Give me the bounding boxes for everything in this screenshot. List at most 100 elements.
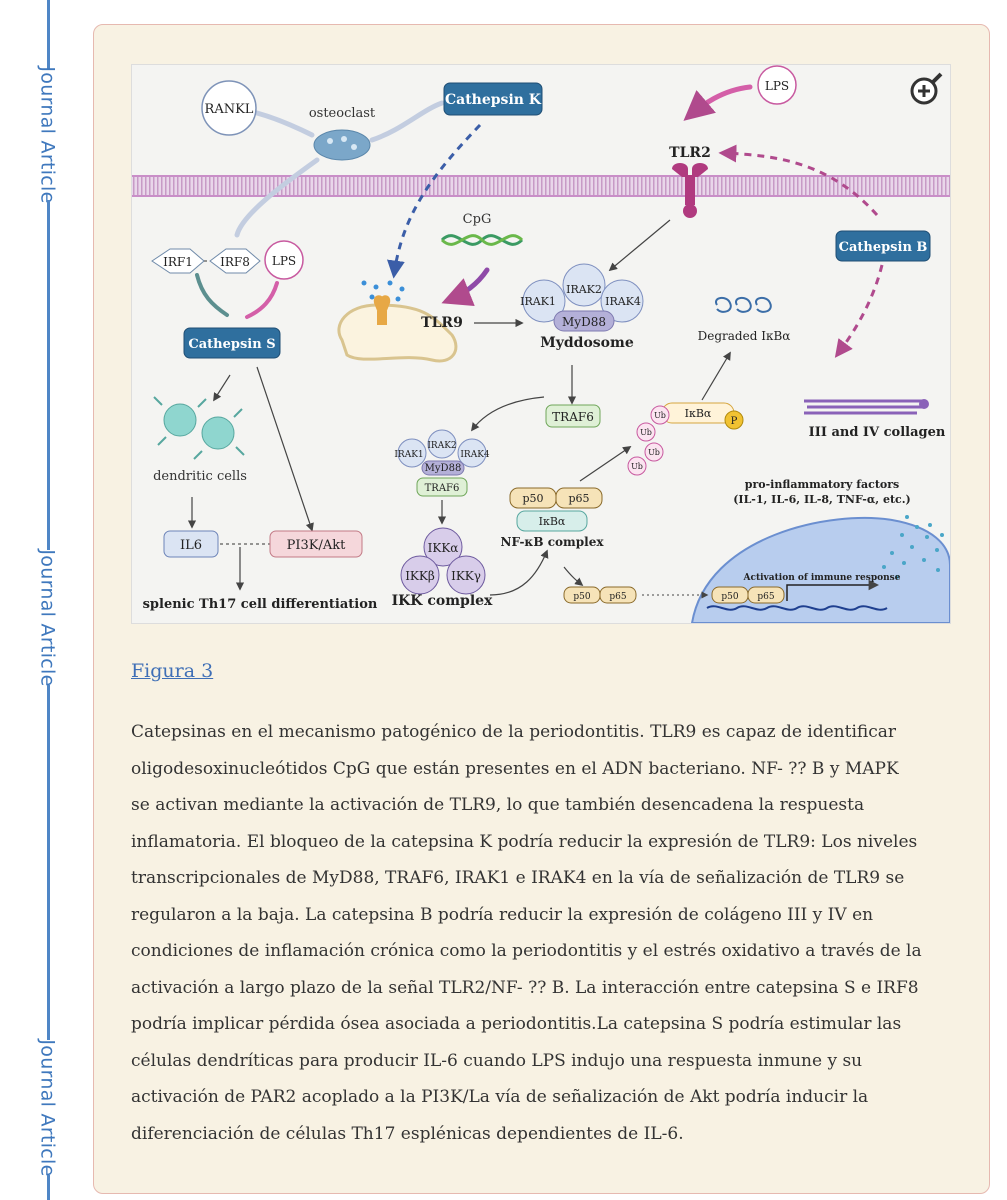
tlr9-receptor (373, 295, 391, 325)
rail-label: Journal Article (36, 1038, 60, 1177)
p65-label: p65 (609, 592, 626, 602)
cathepsin-k-box: Cathepsin K (443, 82, 543, 116)
osteoclast-cathk-link (369, 100, 445, 143)
cathepsin-b-label: Cathepsin B (839, 240, 928, 255)
left-rail: Journal Article Journal Article Journal … (0, 0, 60, 1200)
irak1-small-label: IRAK1 (394, 450, 423, 460)
caption-line: transcripcionales de MyD88, TRAF6, IRAK1… (131, 868, 905, 888)
cath-s-to-pi3k-arrow (256, 366, 314, 532)
irak4-small-label: IRAK4 (460, 450, 490, 460)
rail-label: Journal Article (36, 548, 60, 687)
traf6-box: TRAF6 (545, 404, 601, 428)
pi3k-label: PI3K/Akt (287, 538, 347, 553)
nfkb-to-free-arrow (563, 566, 584, 587)
figure-caption: Catepsinas en el mecanismo patogénico de… (131, 714, 961, 1152)
myddosome-label: Myddosome (540, 335, 634, 351)
degraded-ikba-label: Degraded IκBα (698, 329, 791, 343)
p65-label: p65 (568, 492, 589, 505)
ikkb-label: IKKβ (405, 569, 435, 583)
figure-image[interactable]: RANKL osteoclast Cathepsin K LPS TLR2 Cp… (131, 64, 951, 624)
irf1-node: IRF1 (151, 248, 205, 274)
figure-link[interactable]: Figura 3 (131, 660, 214, 682)
p65-label: p65 (757, 592, 774, 602)
collagen-label: III and IV collagen (809, 425, 946, 440)
lps-cath-s-link (245, 281, 279, 319)
dendritic-cells-label: dendritic cells (153, 469, 247, 484)
caption-line: podría implicar pérdida ósea asociada a … (131, 1014, 902, 1034)
transcription-arrow (786, 579, 880, 601)
ubiquitinated-ikba: IκBα P Ub Ub Ub Ub (627, 402, 744, 476)
irak2-label: IRAK2 (566, 283, 602, 296)
caption-line: se activan mediante la activación de TLR… (131, 795, 865, 815)
caption-line: diferenciación de células Th17 esplénica… (131, 1123, 684, 1144)
caption-line: regularon a la baja. La catepsina B podr… (131, 904, 874, 925)
cpg-label: CpG (463, 212, 492, 227)
nfkb-nuclear: p50 p65 (711, 586, 785, 604)
cathepsin-k-label: Cathepsin K (445, 92, 542, 108)
traf6-small-label: TRAF6 (425, 483, 460, 494)
rail-label-text: Journal Article (37, 66, 60, 204)
zoom-in-icon[interactable] (910, 72, 943, 105)
lps-left-node: LPS (264, 240, 304, 280)
ikk-complex-label: IKK complex (392, 593, 493, 609)
cpg-dots (361, 280, 405, 302)
ikk-complex: IKKα IKKβ IKKγ (400, 527, 486, 595)
rail-label: Journal Article (36, 66, 60, 203)
dna-strand (706, 605, 888, 611)
rail-label-text: Journal Article (37, 1038, 60, 1177)
traf6-label: TRAF6 (552, 410, 594, 424)
cathepsin-b-dashed-arrow-collagen (834, 264, 884, 358)
cpg-tlr9-link (441, 267, 490, 307)
nfkb-to-ub-arrow (579, 446, 632, 482)
tlr2-label: TLR2 (669, 145, 711, 161)
ub-label: Ub (654, 411, 666, 420)
pi3k-box: PI3K/Akt (269, 530, 363, 558)
cath-s-to-dc-arrow (213, 374, 231, 402)
rail-segment (47, 1175, 50, 1200)
ikba-small-label: IκBα (539, 515, 566, 528)
cathepsin-b-box: Cathepsin B (835, 230, 931, 262)
caption-line: activación de PAR2 acoplado a la PI3K/La… (131, 1087, 869, 1107)
lps-top-label: LPS (765, 79, 789, 93)
cytokine-dots (882, 515, 944, 579)
th17-label: splenic Th17 cell differentiation (143, 597, 378, 612)
rail-label-text: Journal Article (37, 548, 60, 687)
rail-segment (47, 0, 50, 70)
ikba-degradation-arrow (701, 351, 731, 401)
ub-label: Ub (640, 428, 652, 437)
endosome (337, 303, 458, 363)
caption-line: inflamatoria. El bloqueo de la catepsina… (131, 831, 918, 852)
rankl-node: RANKL (201, 80, 257, 136)
irak4-label: IRAK4 (605, 295, 641, 308)
irf-cath-s-link (195, 273, 229, 317)
il6-box: IL6 (163, 530, 219, 558)
il6-label: IL6 (180, 538, 202, 553)
irf8-node: IRF8 (209, 248, 261, 274)
nfkb-free: p50 p65 (563, 586, 637, 604)
pro-inflammatory-label: pro-inflammatory factors (745, 478, 900, 491)
irak2-small-label: IRAK2 (427, 441, 456, 451)
rankl-label: RANKL (205, 102, 254, 117)
osteoclast-label: osteoclast (309, 106, 376, 121)
tlr9-label: TLR9 (421, 315, 463, 331)
rail-segment (47, 200, 50, 550)
irf8-label: IRF8 (220, 255, 250, 269)
dendritic-cells-icon (153, 396, 245, 460)
p50-label: p50 (721, 592, 738, 602)
nfkb-complex-label: NF-κB complex (501, 535, 605, 549)
traf6-to-complex-arrow (470, 396, 545, 432)
lps-left-label: LPS (272, 254, 296, 268)
ub-label: Ub (631, 462, 643, 471)
pro-inflammatory-list: (IL-1, IL-6, IL-8, TNF-α, etc.) (733, 493, 911, 506)
myd88-label: MyD88 (562, 315, 606, 329)
tlr2-to-myddosome-arrow (608, 219, 671, 272)
cathepsin-s-label: Cathepsin S (188, 337, 275, 352)
activation-label: Activation of immune response (743, 573, 901, 583)
ikkg-label: IKKγ (451, 569, 481, 583)
cathepsin-k-dashed-arrow (386, 123, 482, 279)
ikk-to-nfkb-arrow (489, 549, 549, 596)
cpg-dna-icon (440, 234, 524, 246)
tlr2-receptor (672, 163, 708, 218)
ub-label: Ub (648, 448, 660, 457)
osteoclast-irf8-link (234, 157, 320, 238)
